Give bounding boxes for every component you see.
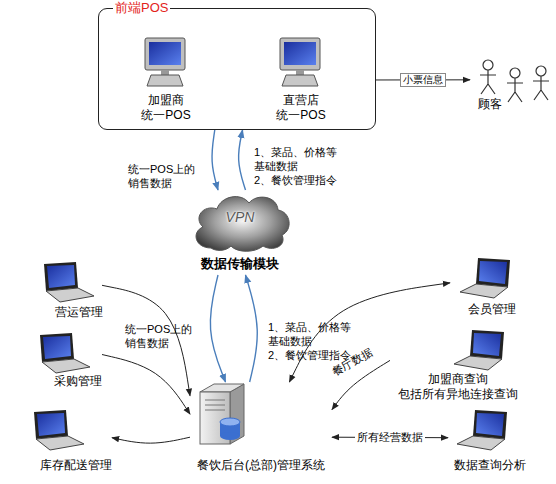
server-label: 餐饮后台(总部)管理系统	[197, 458, 325, 473]
pos-group: 前端POS加盟商 统一POS直营店 统一POS	[98, 8, 376, 130]
text-line: 1、菜品、价格等	[254, 146, 337, 158]
figure-body	[533, 76, 549, 100]
data-flow-arrow	[212, 130, 218, 190]
text-line: 2、餐饮管理指令	[268, 349, 351, 361]
laptop-client: 会员管理	[450, 258, 532, 320]
customer-figures	[480, 60, 549, 102]
figure-head	[536, 66, 546, 76]
cloud-label: VPN	[226, 210, 255, 225]
desktop-icon	[280, 38, 320, 86]
text-line: 加盟商	[148, 93, 184, 107]
figure-body	[480, 70, 496, 94]
client-label: 数据查询分析	[454, 458, 526, 473]
laptop-icon	[44, 262, 94, 302]
laptop-client: 加盟商查询 包括所有异地连接查询	[390, 330, 530, 406]
stick-figure	[480, 60, 496, 94]
laptop-icon	[40, 333, 90, 373]
text-line: 直营店	[283, 93, 319, 107]
laptop-client: 数据查询分析	[448, 408, 530, 474]
figure-body	[507, 78, 523, 102]
edge-label: 统一POS上的 销售数据	[125, 322, 192, 350]
edge-label: 1、菜品、价格等 基础数据 2、餐饮管理指令	[268, 320, 351, 362]
laptop-client: 营运管理	[32, 265, 102, 323]
text-line: 1、菜品、价格等	[268, 321, 351, 333]
text-line: 基础数据	[268, 335, 312, 347]
figure-head	[483, 60, 493, 70]
text-line: 销售数据	[128, 177, 172, 189]
customer-group: 顾客	[470, 58, 552, 114]
laptop-icon	[460, 258, 510, 298]
stick-figure	[533, 66, 549, 100]
connector-arrow	[102, 355, 190, 415]
desktop-icon	[145, 38, 185, 86]
figure-head	[510, 68, 520, 78]
client-label: 营运管理	[55, 305, 103, 320]
server: 餐饮后台(总部)管理系统	[190, 382, 332, 474]
laptop-client: 库存配送管理	[22, 408, 112, 474]
module-label: 数据传输模块	[201, 256, 279, 271]
laptop-icon	[457, 410, 507, 450]
text-line: 2、餐饮管理指令	[254, 174, 337, 186]
server-top	[200, 384, 244, 392]
text-line: 销售数据	[125, 337, 169, 349]
terminal-label: 加盟商 统一POS	[141, 93, 190, 123]
data-flow-arrow	[246, 275, 258, 382]
group-title: 前端POS	[113, 0, 170, 15]
customer-label: 顾客	[478, 97, 502, 112]
connector-arrow	[112, 437, 190, 443]
edge-label: 统一POS上的 销售数据	[128, 162, 195, 190]
server-slot	[205, 405, 225, 406]
edge-label: 1、菜品、价格等 基础数据 2、餐饮管理指令	[254, 145, 337, 187]
laptop-icon	[454, 330, 504, 370]
server-slot	[205, 410, 225, 411]
disk-bottom	[220, 432, 240, 440]
connector-arrow	[102, 285, 190, 396]
text-line: 统一POS上的	[128, 163, 195, 175]
pos-terminal: 直营店 统一POS	[270, 35, 332, 125]
text-line: 包括所有异地连接查询	[398, 387, 518, 401]
client-label: 库存配送管理	[40, 458, 112, 473]
text-line: 基础数据	[254, 160, 298, 172]
laptop-icon	[34, 410, 84, 450]
terminal-label: 直营店 统一POS	[276, 93, 325, 123]
client-label: 会员管理	[468, 302, 516, 317]
edge-label: 所有经营数据	[355, 430, 425, 444]
stick-figure	[507, 68, 523, 102]
client-label: 加盟商查询 包括所有异地连接查询	[398, 372, 518, 402]
edge-label: 小票信息	[400, 73, 446, 87]
server-slot	[205, 400, 225, 401]
server-icon	[200, 384, 244, 444]
client-label: 采购管理	[54, 374, 102, 389]
disk-top	[220, 418, 240, 426]
cloud-outline	[196, 197, 289, 252]
data-flow-arrow	[239, 130, 246, 190]
text-line: 加盟商查询	[428, 372, 488, 386]
laptop-client: 采购管理	[28, 338, 102, 393]
data-flow-arrow	[210, 275, 225, 382]
pos-terminal: 加盟商 统一POS	[135, 35, 197, 125]
text-line: 统一POS	[276, 108, 325, 122]
vpn-cloud: VPN 数据传输模块	[185, 190, 295, 275]
text-line: 统一POS上的	[125, 323, 192, 335]
text-line: 统一POS	[141, 108, 190, 122]
